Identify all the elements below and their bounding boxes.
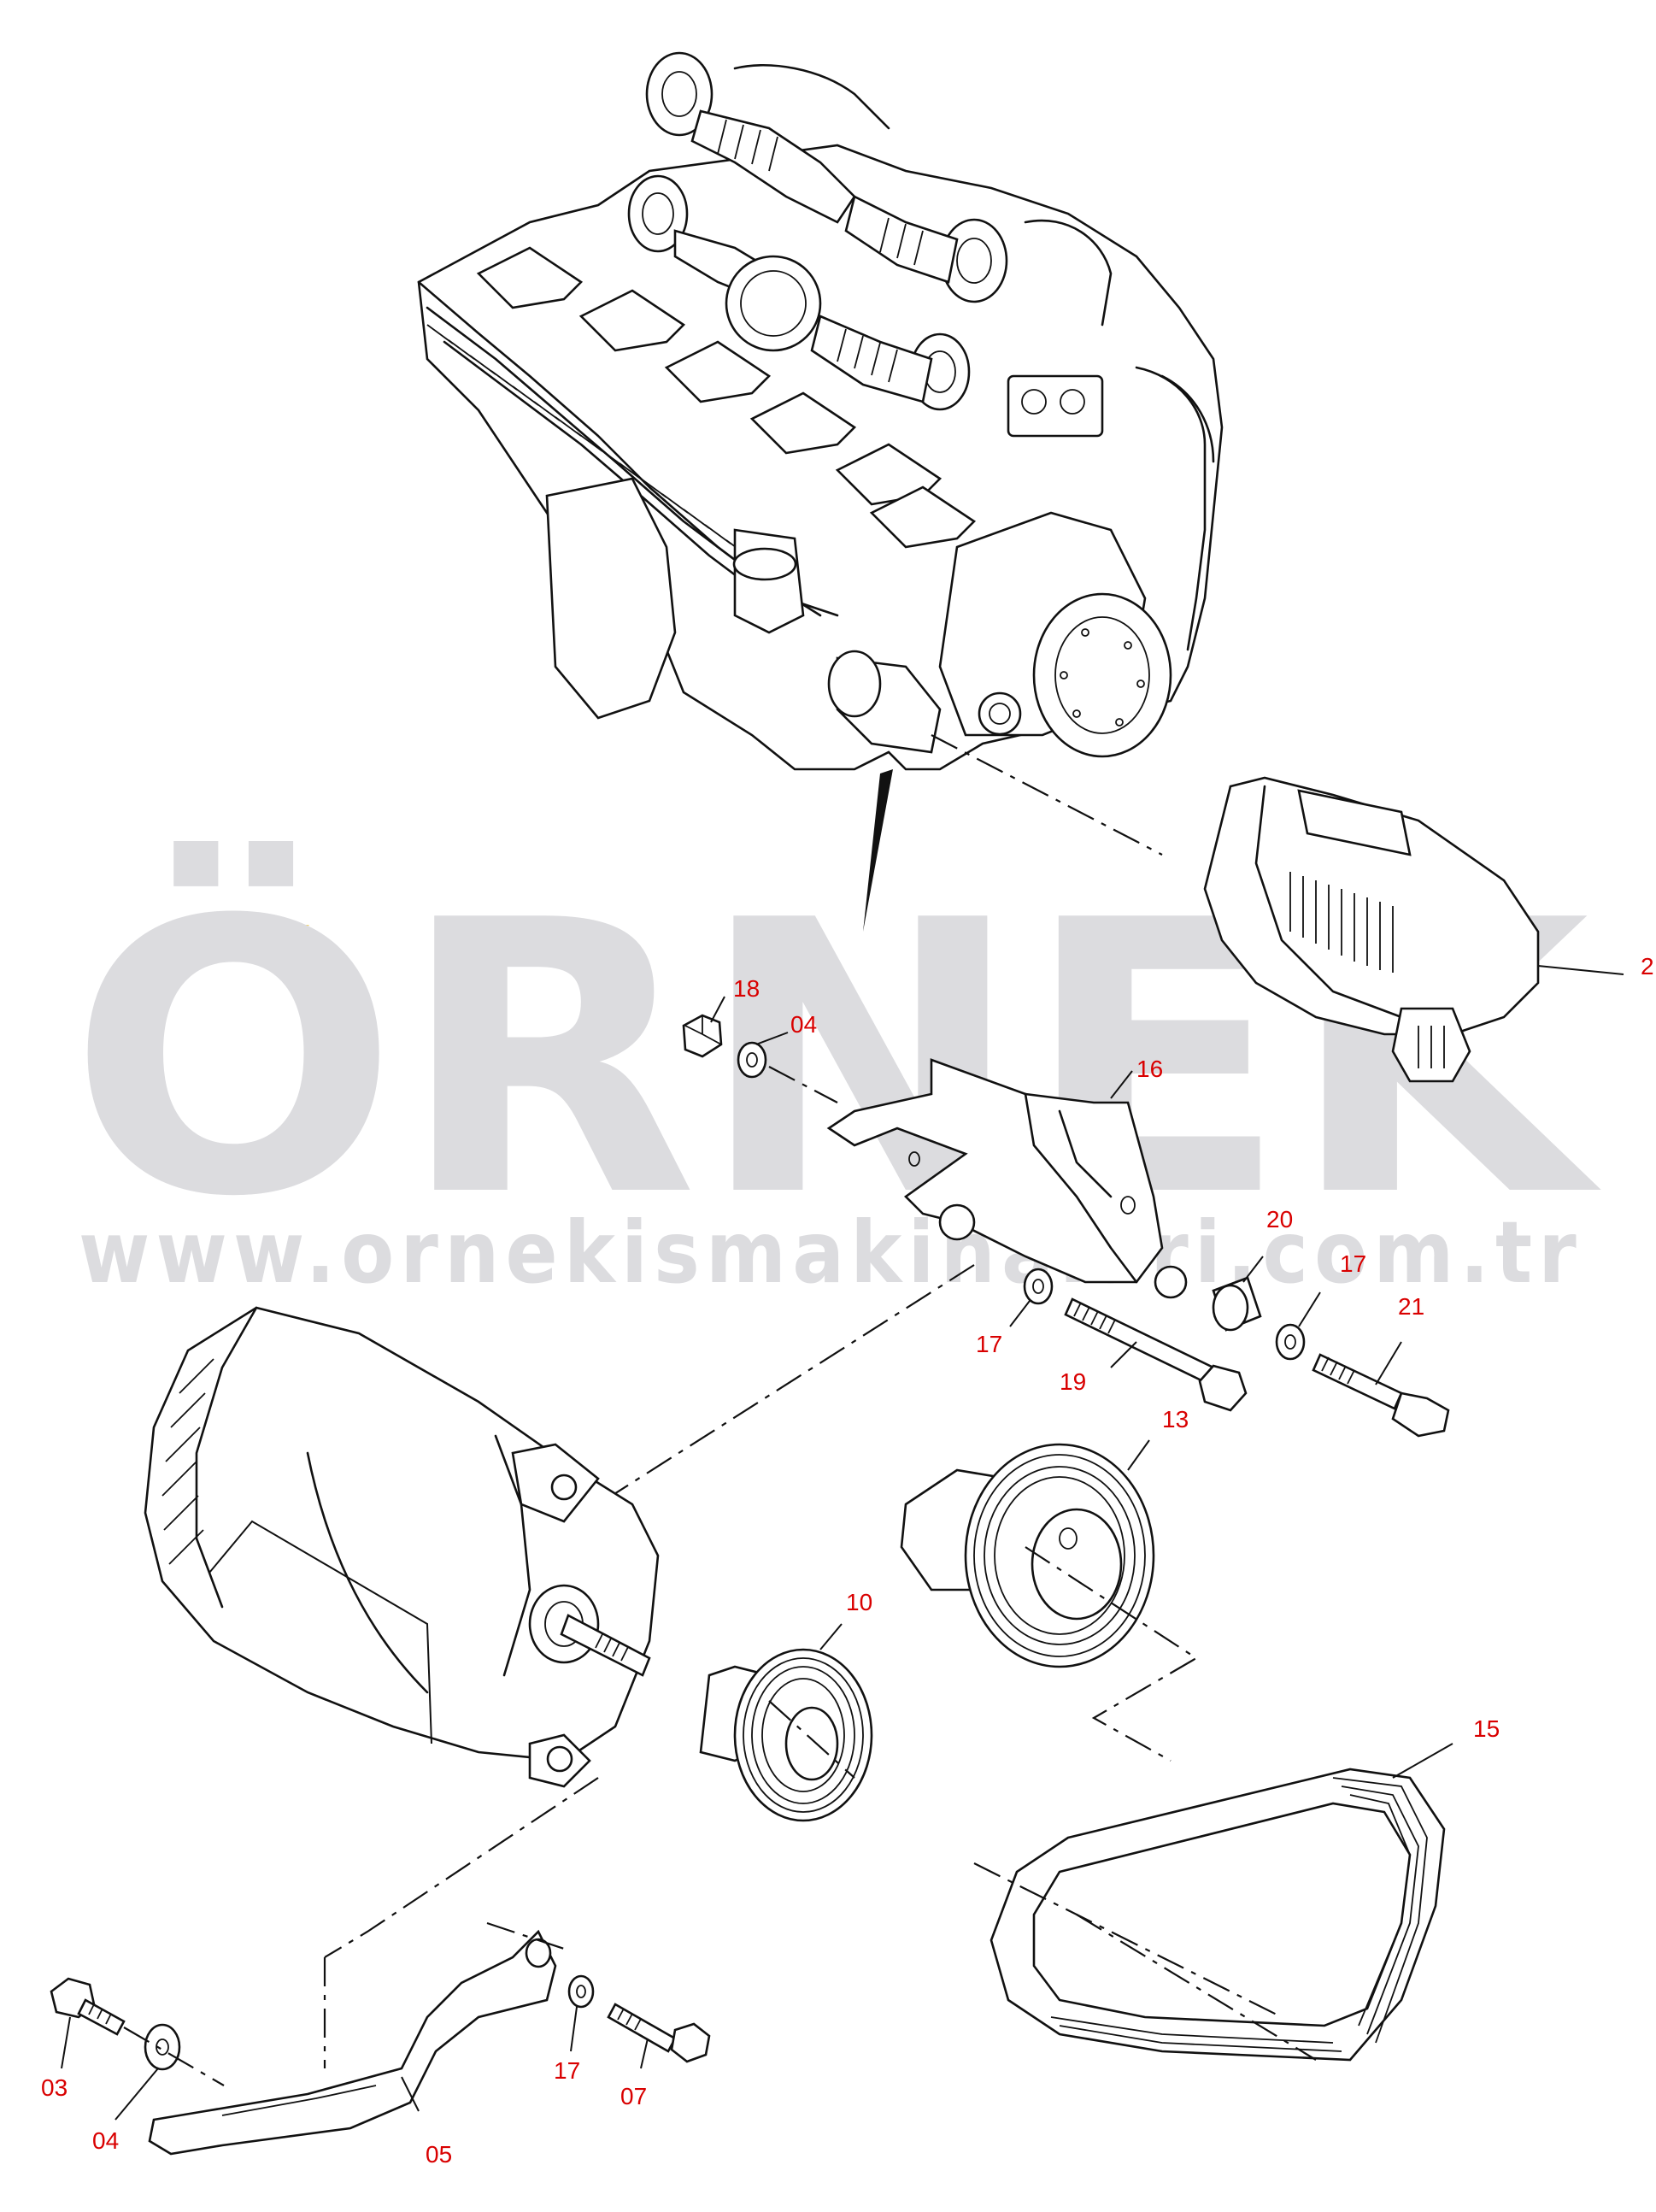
watermark-umlaut-left xyxy=(150,925,224,957)
callout-05: 05 xyxy=(426,2141,452,2168)
callout-19: 19 xyxy=(1060,1368,1086,1395)
callout-13: 13 xyxy=(1162,1406,1189,1433)
callout-21: 21 xyxy=(1398,1293,1424,1320)
callout-20: 20 xyxy=(1266,1206,1293,1232)
alternator-part-2 xyxy=(1203,776,1624,1083)
pulley-part-10 xyxy=(699,1623,873,1822)
bolt-part-03 xyxy=(50,1977,126,2069)
v-belt-part-15 xyxy=(973,1743,1453,2062)
bolt-part-19 xyxy=(1064,1297,1248,1412)
washer-part-17-left xyxy=(1009,1268,1054,1327)
engine-pointer xyxy=(863,769,893,932)
callout-2: 2 xyxy=(1641,953,1654,980)
callout-17-left: 17 xyxy=(976,1331,1002,1357)
callout-18: 18 xyxy=(733,975,760,1002)
nut-part-18 xyxy=(682,996,725,1058)
adjusting-arm-part-05 xyxy=(148,1921,565,2156)
callout-17-right: 17 xyxy=(1340,1250,1366,1277)
bolt-part-21 xyxy=(1312,1341,1450,1438)
washer-part-04-upper xyxy=(737,1032,789,1079)
engine-assembly xyxy=(417,51,1224,932)
alternator-body xyxy=(144,1306,660,1788)
turbocharger-upper xyxy=(645,51,1008,303)
bolt-part-07 xyxy=(607,2003,711,2069)
callout-16: 16 xyxy=(1136,1056,1163,1082)
spacer-part-20 xyxy=(1212,1256,1264,1332)
washer-part-17-right xyxy=(1275,1291,1321,1361)
callout-labels: 18 04 16 20 17 21 17 19 13 10 15 03 04 0… xyxy=(41,953,1654,2168)
washer-part-04-lower xyxy=(115,2023,225,2121)
washer-part-17-lower xyxy=(567,1974,595,2052)
callout-03: 03 xyxy=(41,2074,68,2101)
watermark-url: www.ornekismakinalari.com.tr xyxy=(79,1203,1583,1303)
callout-04-upper: 04 xyxy=(790,1011,817,1038)
crank-pulley-part-13 xyxy=(900,1439,1199,1762)
callout-17-lower: 17 xyxy=(554,2057,580,2084)
callout-10: 10 xyxy=(846,1589,872,1615)
callout-07: 07 xyxy=(620,2083,647,2109)
watermark-umlaut-right xyxy=(235,925,309,957)
mounting-bracket-part-16 xyxy=(826,1058,1188,1299)
callout-04-lower: 04 xyxy=(92,2127,119,2154)
turbocharger-lower xyxy=(627,174,971,411)
callout-15: 15 xyxy=(1473,1715,1500,1742)
